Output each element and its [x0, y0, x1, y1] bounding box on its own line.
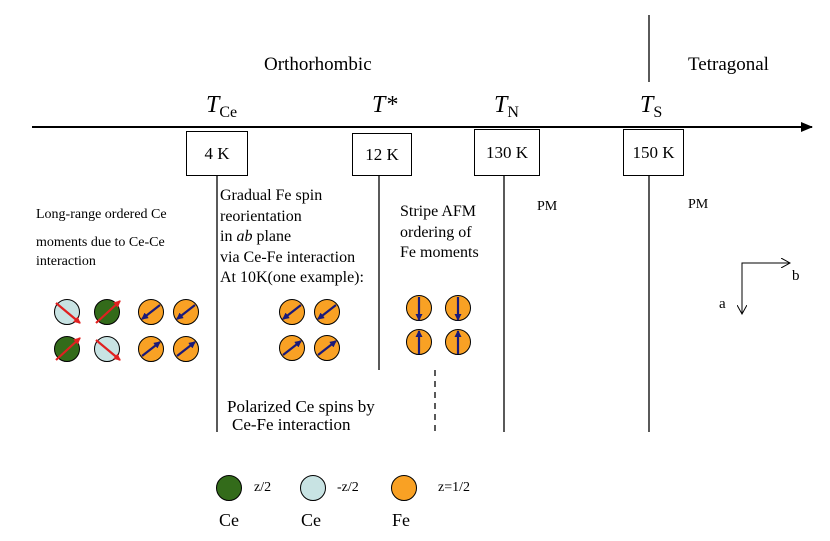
- fe-spin-arrow: [176, 304, 196, 320]
- fe-spin-arrow: [141, 304, 161, 320]
- orthorhombic-label: Orthorhombic: [264, 54, 372, 75]
- legend-ce-up-label: z/2: [254, 480, 272, 495]
- t-n-value-box: 130 K: [474, 129, 540, 176]
- axis-b-label: b: [792, 268, 800, 284]
- stripe-afm-text: Stripe AFM ordering of Fe moments: [400, 203, 479, 261]
- stripe-afm-group: [406, 295, 471, 355]
- ce-order-text-line2: moments due to Ce-Ce: [36, 235, 165, 250]
- polarized-ce-text: Polarized Ce spins by Ce-Fe interaction: [227, 397, 375, 434]
- t-star-value-box: 12 K: [352, 133, 412, 176]
- t-s-value-box: 150 K: [623, 129, 684, 176]
- t-s-symbol: TS: [640, 92, 663, 121]
- fe-spin-arrow: [141, 341, 161, 357]
- fe-spin-arrow: [176, 341, 196, 357]
- tetragonal-label: Tetragonal: [688, 54, 769, 75]
- fe-reorientation-text: Gradual Fe spin reorientation in ab plan…: [220, 187, 364, 286]
- legend-fe-element: Fe: [392, 510, 410, 530]
- legend-ce-up-swatch: [216, 475, 242, 501]
- fe-spin-arrow: [317, 340, 337, 356]
- legend-ce-down-element: Ce: [301, 510, 321, 530]
- legend-ce-up-element: Ce: [219, 510, 239, 530]
- fe-spin-arrow: [317, 304, 337, 320]
- t-n-symbol: TN: [494, 92, 519, 121]
- t-ce-value-box: 4 K: [186, 131, 248, 176]
- ce-spin-arrow: [95, 339, 121, 361]
- fe-spin-arrow: [282, 340, 302, 356]
- ab-axes: [741, 262, 789, 313]
- fe-reorientation-group: [279, 299, 340, 361]
- legend-fe-swatch: [391, 475, 417, 501]
- legend-fe-label: z=1/2: [438, 480, 470, 495]
- ce-order-text-line1: Long-range ordered Ce: [36, 207, 167, 222]
- ce-spin-arrow: [95, 300, 121, 324]
- legend-ce-down-swatch: [300, 475, 326, 501]
- pm-label-1: PM: [537, 199, 558, 214]
- ce-spin-arrow: [55, 337, 81, 361]
- t-star-symbol: T*: [372, 92, 398, 118]
- legend-ce-down-label: -z/2: [337, 480, 359, 495]
- axis-a-label: a: [719, 296, 726, 312]
- ce-order-text-line3: interaction: [36, 254, 96, 269]
- pm-label-2: PM: [688, 197, 709, 212]
- fe-spin-arrow: [282, 304, 302, 320]
- ce-fe-spin-group: [54, 299, 199, 362]
- t-ce-symbol: TCe: [206, 92, 238, 121]
- ce-spin-arrow: [55, 302, 81, 324]
